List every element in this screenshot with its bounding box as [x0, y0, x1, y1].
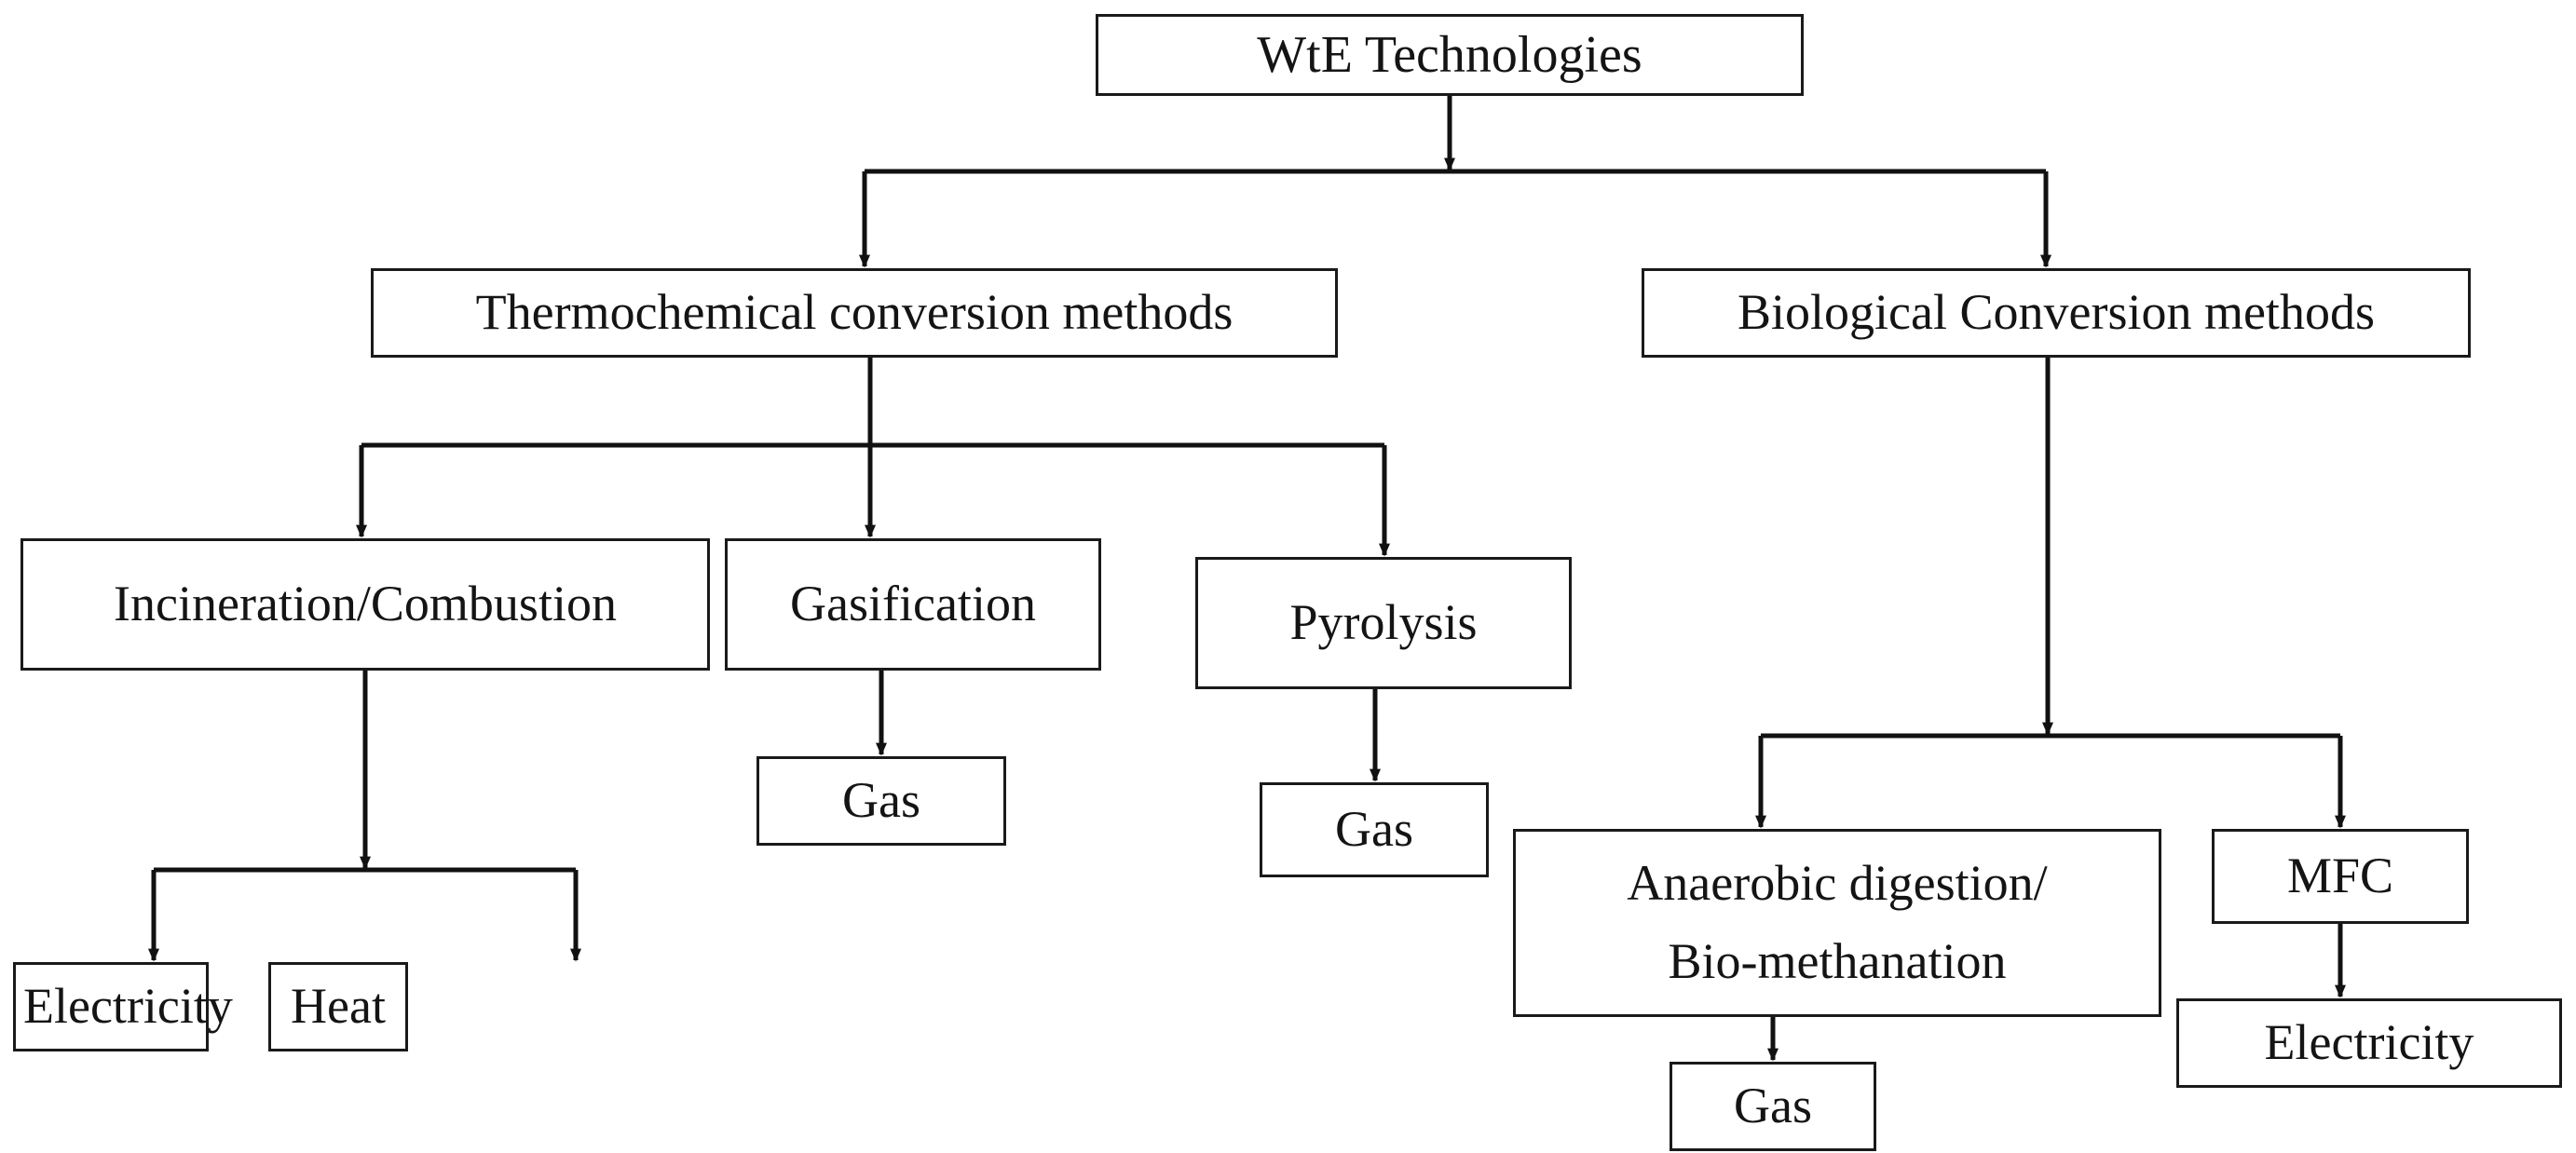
node-label: Incineration/Combustion	[114, 576, 617, 632]
node-electricity-from-mfc[interactable]: Electricity	[2176, 998, 2562, 1088]
node-gas-from-gasification[interactable]: Gas	[756, 756, 1006, 846]
node-gasification[interactable]: Gasification	[725, 538, 1101, 671]
node-label: MFC	[2286, 848, 2394, 904]
node-electricity-from-incineration[interactable]: Electricity	[13, 962, 233, 1051]
node-biological-conversion-methods[interactable]: Biological Conversion methods	[1642, 268, 2471, 358]
node-label: Gas	[1734, 1078, 1812, 1134]
node-anaerobic-digestion-bio-methanation[interactable]: Anaerobic digestion/ Bio-methanation	[1513, 829, 2161, 1017]
node-gas-from-pyrolysis[interactable]: Gas	[1260, 782, 1489, 877]
node-pyrolysis[interactable]: Pyrolysis	[1195, 557, 1572, 689]
node-thermochemical-conversion-methods[interactable]: Thermochemical conversion methods	[371, 268, 1338, 358]
node-label: Gas	[1335, 801, 1413, 858]
node-label: Gas	[842, 772, 920, 829]
node-label: Gasification	[790, 576, 1036, 632]
node-label: Heat	[291, 978, 386, 1035]
node-gas-from-anaerobic-digestion[interactable]: Gas	[1670, 1062, 1876, 1151]
node-label: Anaerobic digestion/ Bio-methanation	[1627, 855, 2048, 989]
node-label: Thermochemical conversion methods	[475, 284, 1233, 341]
node-label: Electricity	[23, 978, 233, 1035]
node-label: Pyrolysis	[1289, 594, 1478, 651]
node-wte-technologies[interactable]: WtE Technologies	[1096, 14, 1804, 96]
node-label: Electricity	[2264, 1014, 2474, 1071]
node-heat-from-incineration[interactable]: Heat	[268, 962, 408, 1051]
node-incineration-combustion[interactable]: Incineration/Combustion	[20, 538, 710, 671]
node-label: Biological Conversion methods	[1738, 284, 2375, 341]
node-label: WtE Technologies	[1257, 25, 1642, 84]
node-mfc[interactable]: MFC	[2212, 829, 2469, 924]
